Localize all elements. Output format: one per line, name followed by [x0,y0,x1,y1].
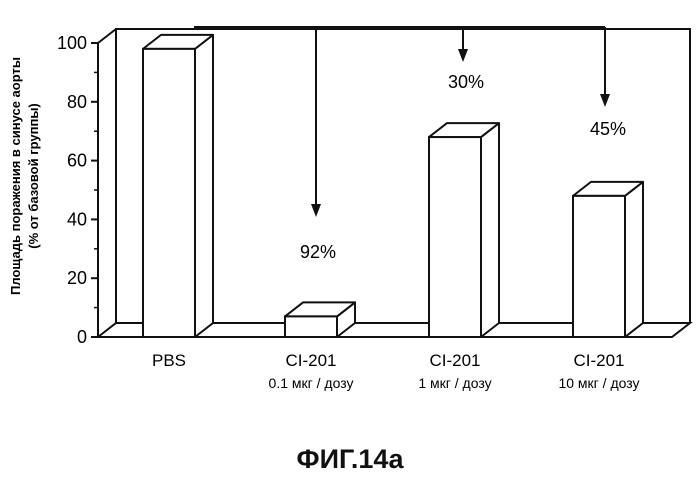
bar-side [195,35,213,337]
x-tick-label: CI-201 [429,351,480,370]
arrow-head [458,49,468,62]
reduction-label: 92% [300,242,336,262]
figure-caption: ФИГ.14а [0,444,700,475]
bar-side [481,123,499,337]
y-tick-label: 60 [67,151,87,171]
bar [573,196,625,337]
bar-side [625,182,643,337]
bar [429,137,481,337]
x-tick-label: PBS [152,351,186,370]
bar [285,316,337,337]
y-tick-label: 40 [67,209,87,229]
x-tick-label: CI-201 [573,351,624,370]
x-tick-sublabel: 1 мкг / дозу [418,375,491,391]
arrow-head [600,94,610,107]
y-axis-top-edge [98,29,116,43]
reduction-label: 45% [590,119,626,139]
y-tick-label: 20 [67,268,87,288]
y-tick-label: 0 [77,327,87,347]
y-axis-label-line1: Площадь поражения в синусе аорты [8,57,23,295]
bar [143,49,195,337]
x-tick-sublabel: 10 мкг / дозу [558,375,639,391]
y-tick-label: 80 [67,92,87,112]
y-tick-label: 100 [57,33,87,53]
y-axis-label-line2: (% от базовой группы) [26,103,41,249]
arrow-head [311,204,321,217]
reduction-label: 30% [448,72,484,92]
x-tick-label: CI-201 [285,351,336,370]
x-tick-sublabel: 0.1 мкг / дозу [269,375,354,391]
